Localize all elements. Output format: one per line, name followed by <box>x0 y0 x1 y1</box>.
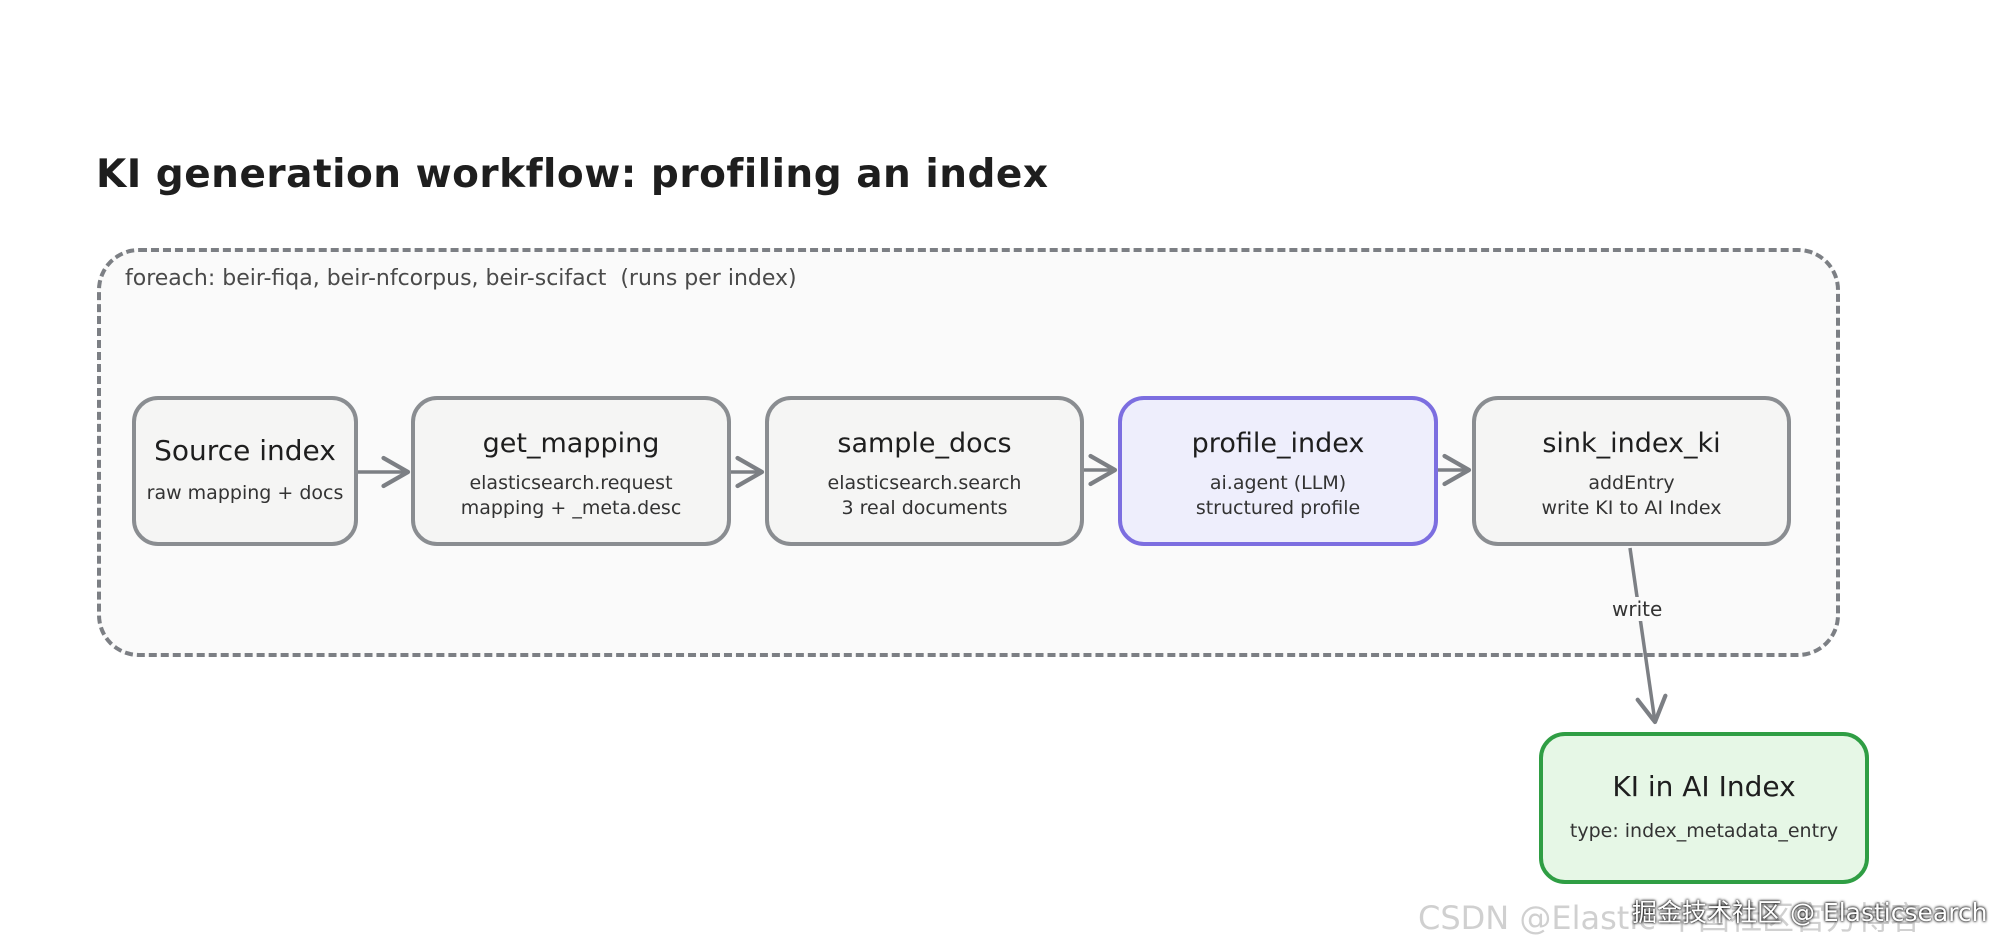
edge-label-write: write <box>1610 597 1665 621</box>
node-sink-index-ki: sink_index_ki addEntry write KI to AI In… <box>1472 396 1791 546</box>
node-get-mapping-title: get_mapping <box>482 428 660 459</box>
node-sink-index-ki-line-1: addEntry <box>1588 472 1675 494</box>
node-get-mapping: get_mapping elasticsearch.request mappin… <box>411 396 731 546</box>
node-ki-in-ai-index-type: type: index_metadata_entry <box>1569 820 1839 842</box>
node-get-mapping-line-1: elasticsearch.request <box>469 472 673 494</box>
node-profile-index-title: profile_index <box>1191 428 1365 459</box>
watermark-juejin: 掘金技术社区 @ Elasticsearch <box>1632 898 1988 927</box>
watermark-csdn: CSDN @Elastic 中国社区官方博客 <box>1418 899 1923 937</box>
node-sample-docs: sample_docs elasticsearch.search 3 real … <box>765 396 1084 546</box>
node-get-mapping-line-2: mapping + _meta.desc <box>460 497 682 519</box>
foreach-loop-label: foreach: beir-fiqa, beir-nfcorpus, beir-… <box>125 266 797 291</box>
node-ki-in-ai-index-title: KI in AI Index <box>1612 770 1796 803</box>
node-source-index: Source index raw mapping + docs <box>132 396 358 546</box>
node-ki-in-ai-index: KI in AI Index type: index_metadata_entr… <box>1539 732 1869 884</box>
node-source-index-desc: raw mapping + docs <box>146 482 344 504</box>
node-sample-docs-line-1: elasticsearch.search <box>827 472 1022 494</box>
arrow-sink-to-ki-index <box>1628 547 1668 725</box>
node-profile-index-line-2: structured profile <box>1195 497 1361 519</box>
node-sample-docs-title: sample_docs <box>837 428 1012 459</box>
node-sink-index-ki-line-2: write KI to AI Index <box>1541 497 1722 519</box>
node-source-index-title: Source index <box>154 434 336 467</box>
node-profile-index-line-1: ai.agent (LLM) <box>1209 472 1347 494</box>
node-sample-docs-line-2: 3 real documents <box>841 497 1008 519</box>
diagram-title: KI generation workflow: profiling an ind… <box>96 152 1049 197</box>
node-sink-index-ki-title: sink_index_ki <box>1542 428 1721 459</box>
node-profile-index: profile_index ai.agent (LLM) structured … <box>1118 396 1438 546</box>
